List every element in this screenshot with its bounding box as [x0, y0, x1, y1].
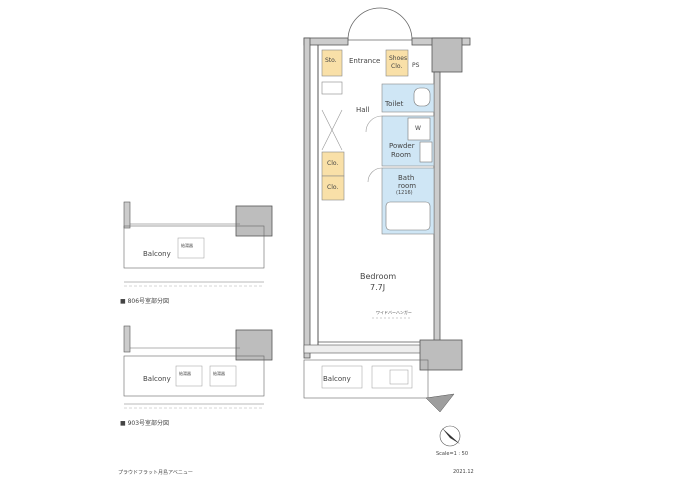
main-unit-plan — [303, 7, 471, 413]
main-balcony-label: Balcony — [323, 375, 351, 383]
bathroom-label-1: Bath — [398, 174, 415, 182]
detail-903-plan — [123, 325, 273, 409]
detail-806-caption: ■ 806号室部分図 — [120, 298, 170, 305]
closet-label-1: Clo. — [327, 160, 339, 167]
shoes-closet-label-2: Clo. — [391, 63, 403, 70]
detail-903-unit-label-2: 給湯器 — [213, 371, 225, 376]
shoes-closet-label-1: Shoes — [389, 55, 408, 62]
powder-room-label-2: Room — [391, 151, 411, 159]
powder-room-label-1: Powder — [389, 142, 415, 150]
toilet-label: Toilet — [385, 100, 404, 108]
detail-903-balcony-label: Balcony — [143, 375, 171, 383]
detail-806-unit-label: 給湯器 — [181, 243, 193, 248]
bathroom-label-2: room — [398, 182, 417, 190]
bedroom-size-label: 7.7J — [370, 283, 386, 292]
property-name: プラウドフラット月島アベニュー — [118, 470, 193, 476]
entrance-label: Entrance — [349, 57, 381, 65]
shoes-closet-box — [385, 49, 409, 77]
date-label: 2021.12 — [453, 469, 474, 475]
closet-label-2: Clo. — [327, 184, 339, 191]
detail-903-caption: ■ 903号室部分図 — [120, 420, 170, 427]
window-hanger-label: ワイドバーハンガー — [376, 310, 412, 315]
detail-806-plan — [123, 201, 273, 287]
detail-806-balcony-label: Balcony — [143, 250, 171, 258]
scale-label: Scale=1 : 50 — [436, 451, 469, 457]
storage-label: Sto. — [325, 57, 337, 64]
closet-box-2 — [321, 175, 345, 201]
compass-icon — [439, 425, 461, 447]
hall-label: Hall — [356, 106, 370, 114]
ps-label: PS — [412, 62, 420, 69]
bathroom-label-3: (1216) — [396, 190, 413, 196]
washer-label: W — [415, 125, 421, 132]
bedroom-label: Bedroom — [360, 272, 397, 281]
detail-903-unit-label-1: 給湯器 — [179, 371, 191, 376]
storage-box — [321, 49, 343, 77]
